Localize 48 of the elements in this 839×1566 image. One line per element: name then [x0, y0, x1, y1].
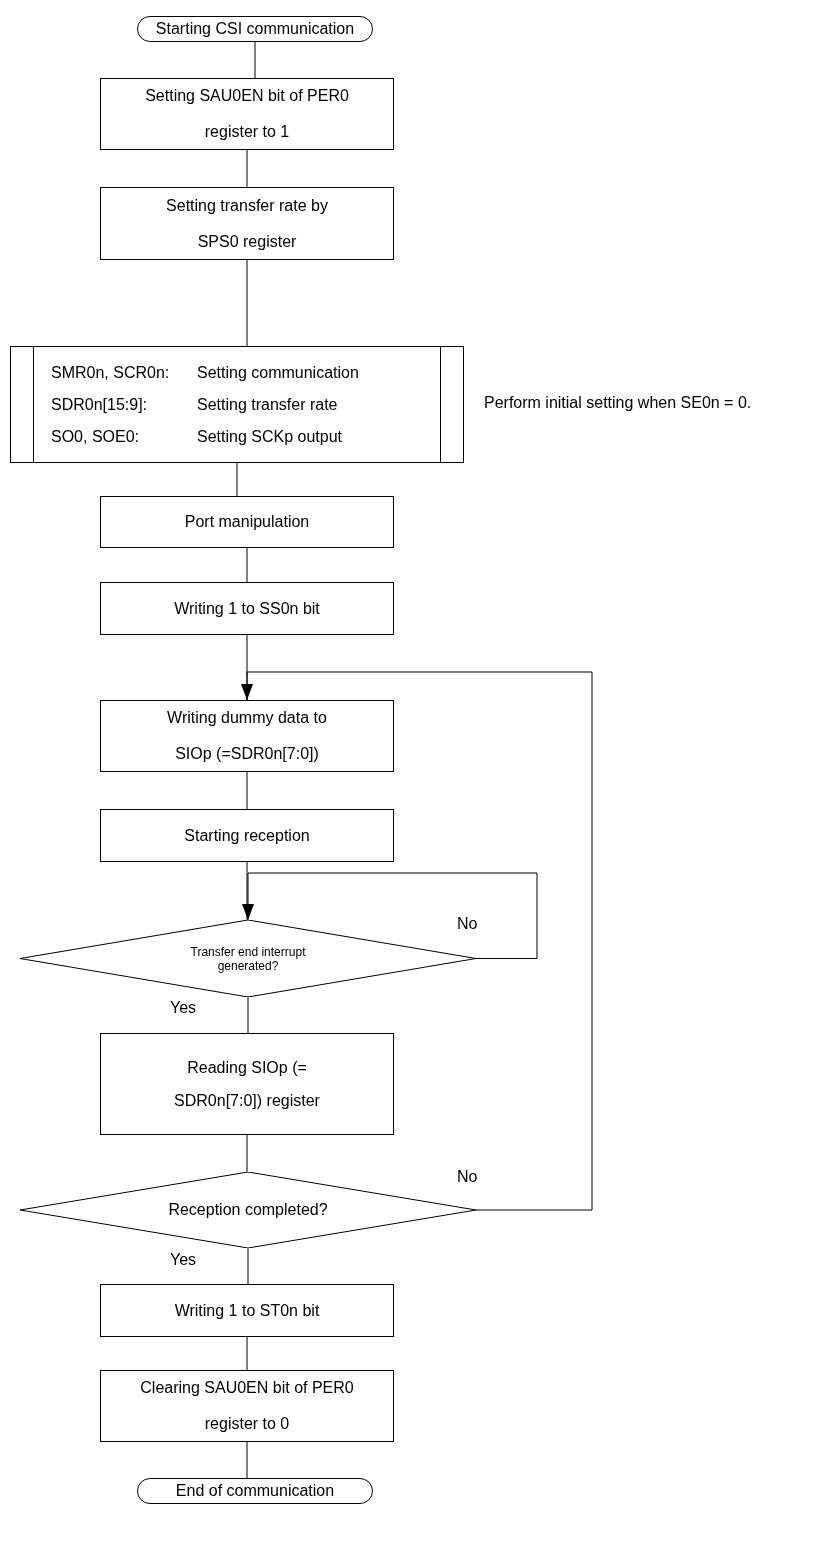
- setting-text: Setting transfer rate: [197, 395, 339, 414]
- connector-line: [246, 771, 248, 810]
- process-box: [100, 1370, 394, 1442]
- connector-line: [246, 1441, 248, 1479]
- step-text: Setting SAU0EN bit of PER0 register to 1: [144, 86, 350, 142]
- connector-line: [246, 1134, 248, 1173]
- register-text: SO0, SOE0:: [51, 427, 141, 446]
- process-box: [100, 809, 394, 862]
- connector-line: [247, 996, 249, 1034]
- step-text: Transfer end interrupt generated?: [189, 944, 307, 973]
- step-text: Starting CSI communication: [155, 20, 355, 38]
- step-text: End of communication: [175, 1482, 335, 1500]
- step-text: Setting transfer rate by SPS0 register: [165, 195, 329, 252]
- decision-diamond: [20, 1172, 476, 1248]
- process-box: [100, 1284, 394, 1337]
- step-text: Reading SIOp (= SDR0n[7:0]) register: [173, 1058, 321, 1111]
- step-text: Writing 1 to SS0n bit: [174, 598, 320, 619]
- setting-text: Setting communication: [197, 363, 359, 382]
- step-text: Writing dummy data to SIOp (=SDR0n[7:0]): [166, 708, 328, 764]
- step-text: Reception completed?: [168, 1201, 328, 1219]
- process-box: [100, 496, 394, 548]
- terminal-shape: [137, 1478, 373, 1504]
- connector-line: [246, 861, 248, 921]
- process-box: [100, 187, 394, 260]
- step-text: Writing 1 to ST0n bit: [174, 1300, 320, 1321]
- connector-line: [236, 462, 238, 497]
- step-text: Starting reception: [184, 825, 310, 846]
- process-box: [100, 78, 394, 150]
- step-text: Port manipulation: [184, 512, 310, 532]
- subroutine-box: [10, 346, 464, 463]
- process-box: [100, 1033, 394, 1135]
- connector-line: [246, 259, 248, 347]
- connector-line: [254, 41, 256, 79]
- arrow: [242, 872, 538, 959]
- process-box: [100, 700, 394, 772]
- arrow: [241, 671, 593, 1211]
- connector-line: [247, 1247, 249, 1285]
- connector-line: [246, 634, 248, 701]
- register-text: SDR0n[15:9]:: [51, 395, 149, 414]
- process-box: [100, 582, 394, 635]
- connector-line: [246, 149, 248, 188]
- step-text: Clearing SAU0EN bit of PER0 register to 0: [139, 1378, 355, 1434]
- note-text: Perform initial setting when SE0n = 0.: [484, 394, 752, 412]
- connector-line: [246, 547, 248, 583]
- register-text: SMR0n, SCR0n:: [51, 363, 171, 382]
- setting-text: Setting SCKp output: [197, 427, 343, 446]
- connector-line: [246, 1336, 248, 1371]
- terminal-shape: [137, 16, 373, 42]
